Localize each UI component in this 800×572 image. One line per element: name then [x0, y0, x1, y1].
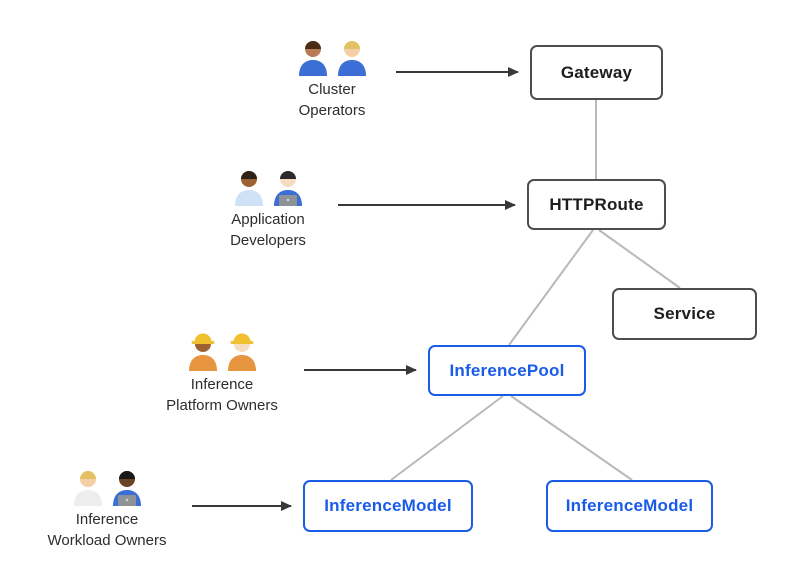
edge-inferencepool-inferencemodel-right — [510, 395, 633, 481]
node-httproute-label: HTTPRoute — [549, 194, 644, 214]
node-inferencemodel-right: InferenceModel — [546, 480, 713, 532]
node-inferencepool: InferencePool — [428, 345, 586, 396]
node-inferencepool-label: InferencePool — [449, 360, 565, 380]
inference-platform-owners-icon — [132, 331, 312, 371]
persona-inference-workload-owners-label: Inference Workload Owners — [47, 511, 167, 549]
persona-inference-platform-owners-label: Inference Platform Owners — [166, 376, 278, 414]
persona-cluster-operators-label: Cluster Operators — [298, 81, 366, 119]
edge-inferencepool-inferencemodel-left — [390, 395, 504, 481]
persona-inference-workload-owners: Inference Workload Owners — [17, 466, 197, 551]
persona-cluster-operators: Cluster Operators — [252, 36, 412, 121]
node-gateway-label: Gateway — [560, 62, 633, 82]
application-developers-icon — [188, 166, 348, 206]
edge-httproute-inferencepool — [508, 229, 594, 346]
persona-application-developers-label: Application Developers — [230, 211, 306, 249]
persona-application-developers: Application Developers — [188, 166, 348, 251]
node-inferencemodel-left-label: InferenceModel — [324, 496, 452, 515]
node-service: Service — [612, 288, 757, 340]
node-gateway: Gateway — [530, 45, 663, 100]
node-httproute: HTTPRoute — [527, 179, 666, 230]
node-inferencemodel-left: InferenceModel — [303, 480, 473, 532]
edge-httproute-service — [598, 229, 681, 289]
inference-workload-owners-icon — [17, 466, 197, 506]
node-service-label: Service — [653, 304, 716, 323]
node-inferencemodel-right-label: InferenceModel — [565, 496, 694, 515]
persona-inference-platform-owners: Inference Platform Owners — [132, 331, 312, 416]
cluster-operators-icon — [252, 36, 412, 76]
